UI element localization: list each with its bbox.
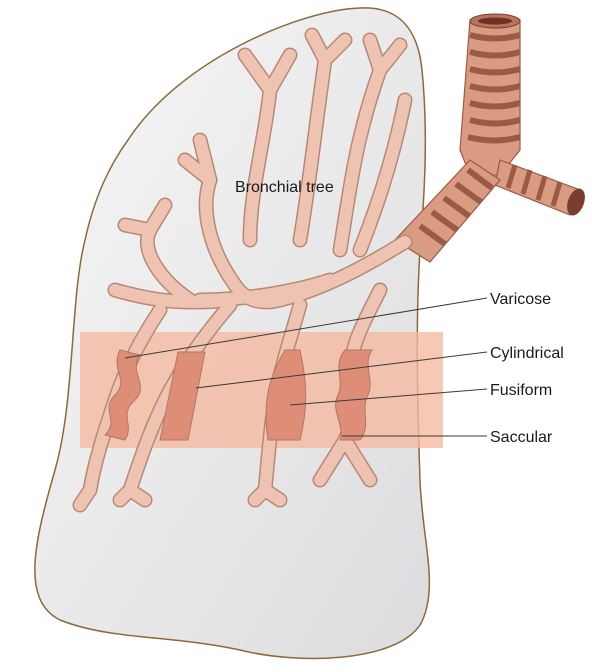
label-fusiform: Fusiform	[490, 382, 552, 399]
label-varicose: Varicose	[490, 291, 551, 308]
right-main-bronchus	[495, 160, 588, 218]
label-saccular: Saccular	[490, 429, 553, 446]
label-bronchial-tree: Bronchial tree	[235, 179, 334, 196]
label-cylindrical: Cylindrical	[490, 345, 564, 362]
trachea	[460, 14, 520, 175]
